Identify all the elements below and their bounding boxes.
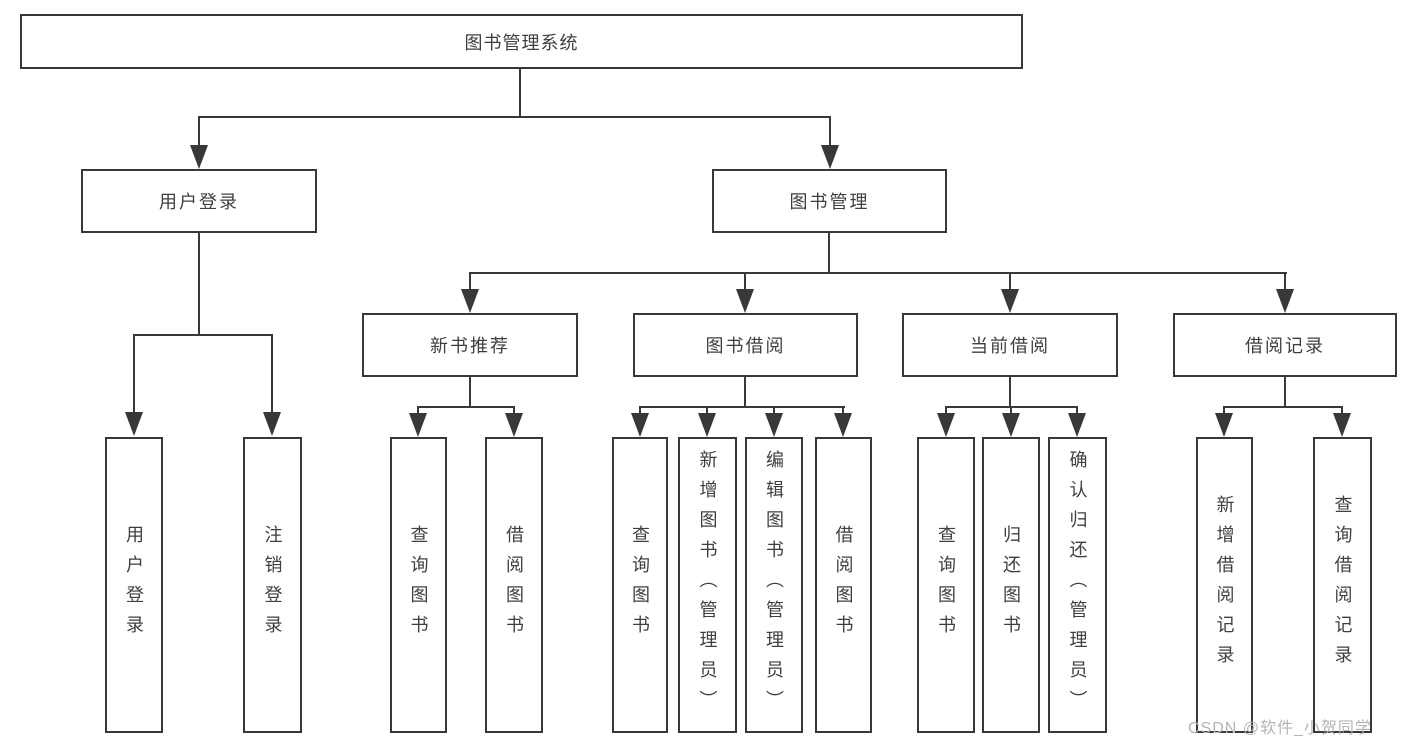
arrow-down-icon [698,413,716,437]
leaf-query-books-current: 查询图书 [917,437,975,733]
watermark: CSDN @软件_小贺同学 [1188,720,1372,737]
node-current-borrowing: 当前借阅 [902,313,1118,377]
leaf-add-books-admin: 新增图书（管理员） [678,437,737,733]
connector-vline [469,377,471,408]
node-label: 借阅记录 [1245,336,1325,356]
connector-vline [271,334,273,412]
connector-vline [469,272,471,289]
arrow-down-icon [125,412,143,436]
leaf-add-borrow-record: 新增借阅记录 [1196,437,1253,733]
connector-vline [828,233,830,274]
leaf-label: 查询图书 [408,525,429,645]
leaf-label: 归还图书 [1001,525,1021,645]
node-book-management: 图书管理 [712,169,947,233]
node-borrowing-records: 借阅记录 [1173,313,1397,377]
connector-vline [773,406,775,415]
connector-vline [198,233,200,336]
connector-vline [133,334,135,412]
arrow-down-icon [834,413,852,437]
connector-vline [417,406,419,415]
connector-vline [1223,406,1225,415]
connector-vline [829,116,831,146]
node-book-borrowing: 图书借阅 [633,313,858,377]
arrow-down-icon [821,145,839,169]
node-label: 当前借阅 [970,336,1050,356]
connector-vline [1284,272,1286,289]
leaf-query-books-recommend: 查询图书 [390,437,447,733]
arrow-down-icon [263,412,281,436]
connector-vline [1341,406,1343,415]
node-user-login: 用户登录 [81,169,317,233]
connector-vline [639,406,641,415]
node-label: 新书推荐 [430,336,510,356]
arrow-down-icon [1068,413,1086,437]
arrow-down-icon [1276,289,1294,313]
connector-hline [469,272,1287,274]
leaf-return-books: 归还图书 [982,437,1040,733]
arrow-down-icon [190,145,208,169]
connector-vline [513,406,515,415]
connector-hline [639,406,845,408]
arrow-down-icon [937,413,955,437]
leaf-label: 借阅图书 [504,525,524,645]
node-label: 图书管理系统 [464,32,579,53]
connector-hline [133,334,273,336]
arrow-down-icon [461,289,479,313]
connector-vline [706,406,708,415]
arrow-down-icon [736,289,754,313]
node-root-library-system: 图书管理系统 [20,14,1023,69]
leaf-logout: 注销登录 [243,437,302,733]
leaf-label: 查询借阅记录 [1332,495,1353,675]
arrow-down-icon [1215,413,1233,437]
leaf-label: 查询图书 [936,525,956,645]
leaf-label: 注销登录 [262,525,283,645]
leaf-query-books-borrowing: 查询图书 [612,437,668,733]
connector-vline [744,377,746,408]
leaf-label: 新增借阅记录 [1214,495,1235,675]
connector-vline [945,406,947,415]
connector-vline [519,69,521,117]
connector-vline [744,272,746,289]
node-label: 图书借阅 [705,336,786,356]
connector-vline [1284,377,1286,408]
connector-vline [1009,272,1011,289]
connector-vline [1009,377,1011,408]
arrow-down-icon [765,413,783,437]
leaf-edit-books-admin: 编辑图书（管理员） [745,437,803,733]
leaf-query-borrow-record: 查询借阅记录 [1313,437,1372,733]
leaf-label: 借阅图书 [833,525,854,645]
connector-vline [198,116,200,146]
connector-vline [842,406,844,415]
leaf-label: 确认归还（管理员） [1067,450,1088,720]
leaf-label: 新增图书（管理员） [697,450,718,720]
node-new-book-recommend: 新书推荐 [362,313,578,377]
node-label: 图书管理 [789,192,870,212]
leaf-confirm-return-admin: 确认归还（管理员） [1048,437,1107,733]
leaf-borrow-books: 借阅图书 [815,437,872,733]
connector-vline [1076,406,1078,415]
leaf-label: 编辑图书（管理员） [764,450,784,720]
leaf-user-login: 用户登录 [105,437,163,733]
node-label: 用户登录 [159,192,239,212]
arrow-down-icon [409,413,427,437]
arrow-down-icon [1001,289,1019,313]
arrow-down-icon [631,413,649,437]
arrow-down-icon [1333,413,1351,437]
leaf-borrow-books-recommend: 借阅图书 [485,437,543,733]
connector-vline [1010,406,1012,415]
connector-hline [1223,406,1343,408]
leaf-label: 查询图书 [630,525,650,645]
arrow-down-icon [505,413,523,437]
arrow-down-icon [1002,413,1020,437]
leaf-label: 用户登录 [124,525,144,645]
connector-hline [417,406,515,408]
connector-hline [198,116,831,118]
